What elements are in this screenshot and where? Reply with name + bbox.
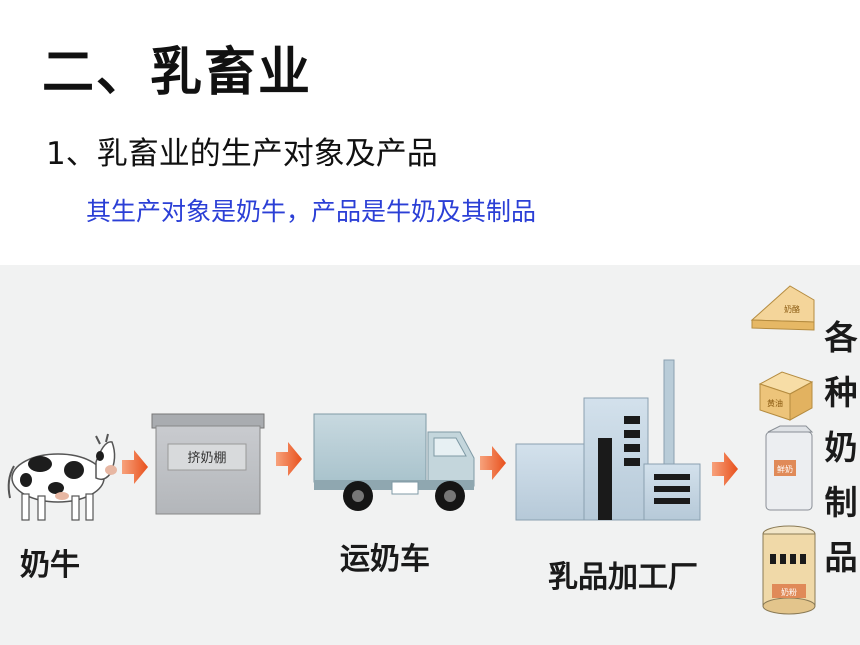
products-label-char: 奶 (824, 428, 858, 467)
step-label-truck: 运奶车 (340, 542, 430, 577)
milk-truck (313, 413, 475, 511)
products-label-char: 制 (824, 483, 858, 522)
products-label-char: 各 (824, 318, 858, 357)
product-tag-1: 奶酪 (784, 304, 800, 314)
products-label-char: 种 (824, 373, 858, 412)
section-heading: 1、乳畜业的生产对象及产品 (46, 136, 438, 172)
butter-product: 黄油 (758, 371, 814, 421)
milking-shed: 挤奶棚 (151, 413, 265, 515)
arrow-3 (480, 446, 506, 480)
product-tag-4: 奶粉 (781, 587, 797, 597)
shed-sign: 挤奶棚 (187, 451, 226, 466)
step-label-factory: 乳品加工厂 (548, 560, 698, 595)
cheese-product: 奶酪 (750, 285, 815, 331)
product-tag-3: 鲜奶 (777, 464, 793, 474)
products-label: 各 种 奶 制 品 (818, 310, 860, 585)
slide-title: 二、乳畜业 (42, 43, 313, 103)
dairy-factory (515, 359, 701, 521)
cow-illustration (7, 433, 117, 521)
product-tag-2: 黄油 (767, 398, 783, 408)
milk-powder-can: 奶粉 (762, 525, 816, 615)
arrow-4 (712, 452, 738, 486)
step-label-cow: 奶牛 (20, 548, 80, 583)
milk-bag-product: 鲜奶 (765, 425, 814, 511)
answer-text: 其生产对象是奶牛，产品是牛奶及其制品 (86, 197, 537, 226)
products-label-char: 品 (824, 538, 858, 577)
arrow-2 (276, 442, 302, 476)
arrow-1 (122, 450, 148, 484)
